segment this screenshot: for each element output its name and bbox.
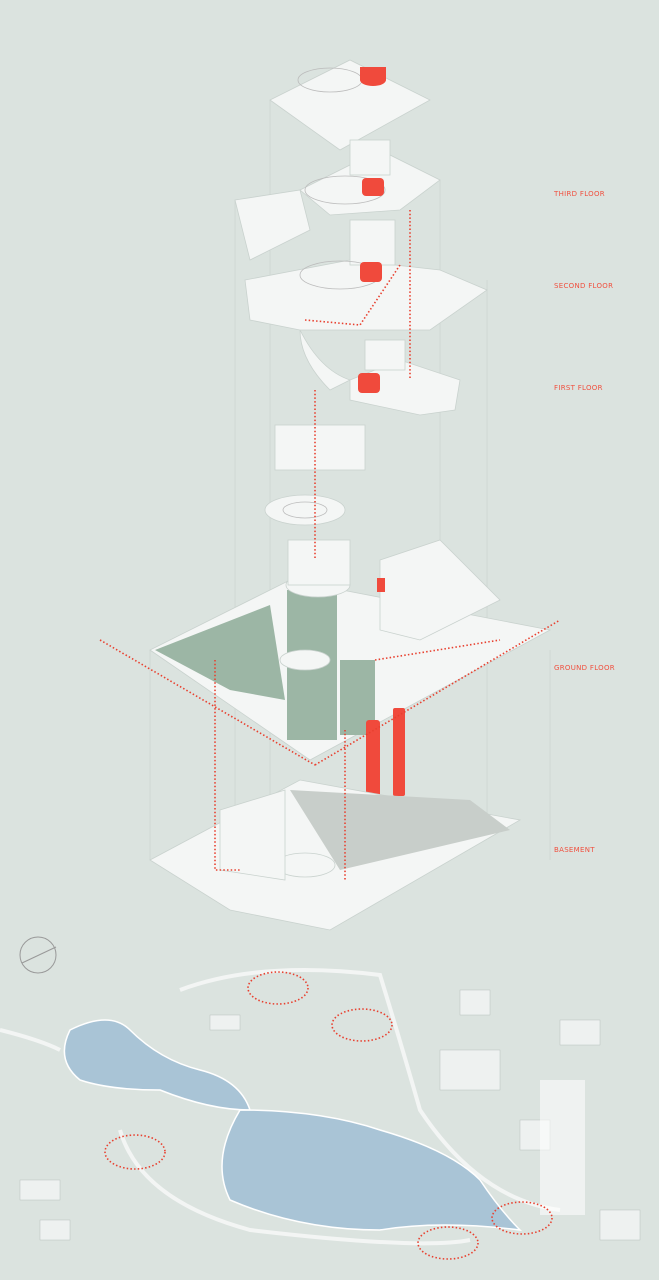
first-floor-plate	[349, 339, 461, 416]
circulation-path	[99, 210, 561, 880]
vertical-guides	[149, 100, 551, 860]
red-core-first	[358, 373, 380, 393]
red-core-third	[362, 178, 384, 196]
red-core-column-1	[366, 720, 380, 808]
roof-level	[269, 59, 431, 151]
highlight-tower	[540, 1080, 585, 1215]
ground-floor-plate	[149, 539, 552, 761]
label-first-floor: FIRST FLOOR	[554, 384, 603, 392]
label-second-floor: SECOND FLOOR	[554, 282, 614, 290]
mezzanine-level	[264, 424, 366, 526]
red-core-column-2	[393, 708, 405, 796]
site-plan	[0, 936, 641, 1260]
red-core-second	[360, 262, 382, 282]
lake-north	[63, 1019, 252, 1111]
label-ground-floor: GROUND FLOOR	[554, 664, 615, 672]
label-third-floor: THIRD FLOOR	[554, 190, 605, 198]
third-floor-plate	[299, 139, 441, 216]
north-arrow-icon	[19, 936, 57, 974]
second-floor-plate	[234, 189, 488, 391]
label-basement: BASEMENT	[554, 846, 595, 854]
basement-plate	[149, 779, 522, 931]
lake-south	[221, 1109, 523, 1232]
